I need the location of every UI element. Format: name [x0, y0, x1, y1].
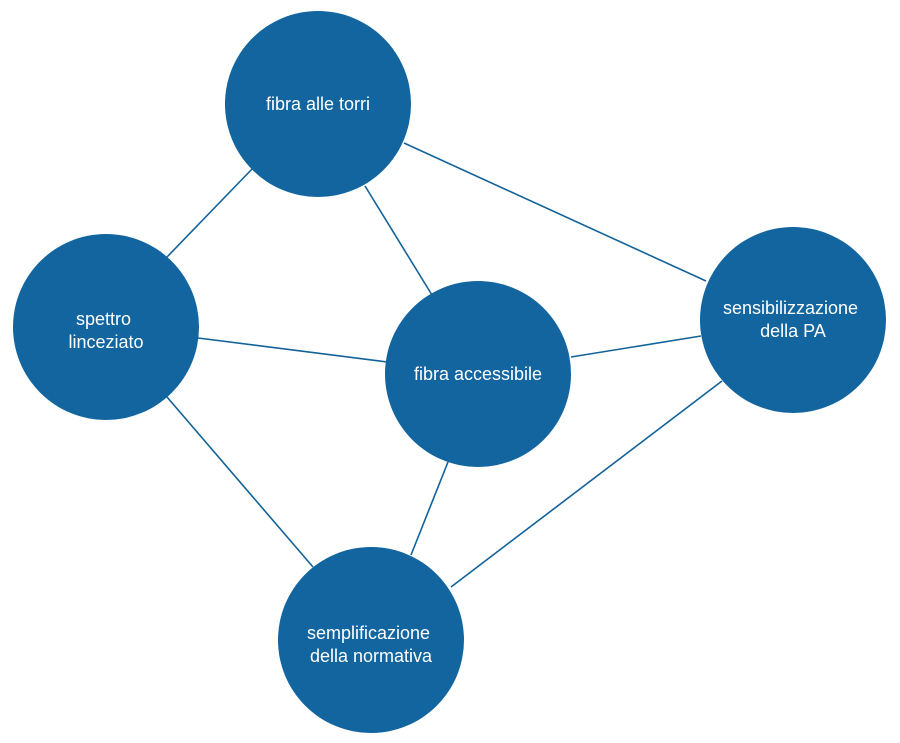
node-sensibilizzazione-della-pa: sensibilizzazione della PA [700, 227, 886, 413]
edge-fibra-accessibile-semplificazione [410, 461, 449, 556]
nodes-layer: fibra alle torri spettro linceziato fibr… [13, 11, 886, 733]
edge-spettro-semplificazione [166, 396, 314, 568]
edges-layer [166, 142, 723, 588]
node-label-line: della PA [760, 321, 826, 341]
node-fibra-alle-torri: fibra alle torri [225, 11, 411, 197]
node-label-line: semplificazione [307, 623, 430, 643]
edge-fibra-torri-fibra-accessibile [364, 185, 433, 296]
edge-spettro-fibra-accessibile [197, 337, 388, 363]
node-label-line: spettro [76, 309, 131, 329]
node-circle [13, 234, 199, 420]
node-semplificazione-della-normativa: semplificazione della normativa [278, 547, 464, 733]
node-label-line: linceziato [68, 332, 143, 352]
node-label-line: sensibilizzazione [723, 298, 858, 318]
node-label-line: fibra accessibile [414, 364, 542, 384]
node-circle [385, 281, 571, 467]
node-label: spettro linceziato [68, 309, 143, 352]
node-spettro-linceziato: spettro linceziato [13, 234, 199, 420]
node-label: fibra accessibile [414, 364, 542, 384]
edge-fibra-torri-spettro [166, 167, 254, 258]
node-label: fibra alle torri [266, 94, 370, 114]
node-fibra-accessibile: fibra accessibile [385, 281, 571, 467]
node-circle [225, 11, 411, 197]
node-label-line: fibra alle torri [266, 94, 370, 114]
node-label-line: della normativa [310, 646, 433, 666]
edge-sensibilizzazione-semplificazione [450, 380, 723, 588]
node-circle [700, 227, 886, 413]
edge-fibra-torri-sensibilizzazione [403, 142, 707, 282]
node-label: sensibilizzazione della PA [723, 298, 863, 341]
node-label: semplificazione della normativa [307, 623, 435, 666]
node-circle [278, 547, 464, 733]
edge-fibra-accessibile-sensibilizzazione [570, 335, 702, 358]
